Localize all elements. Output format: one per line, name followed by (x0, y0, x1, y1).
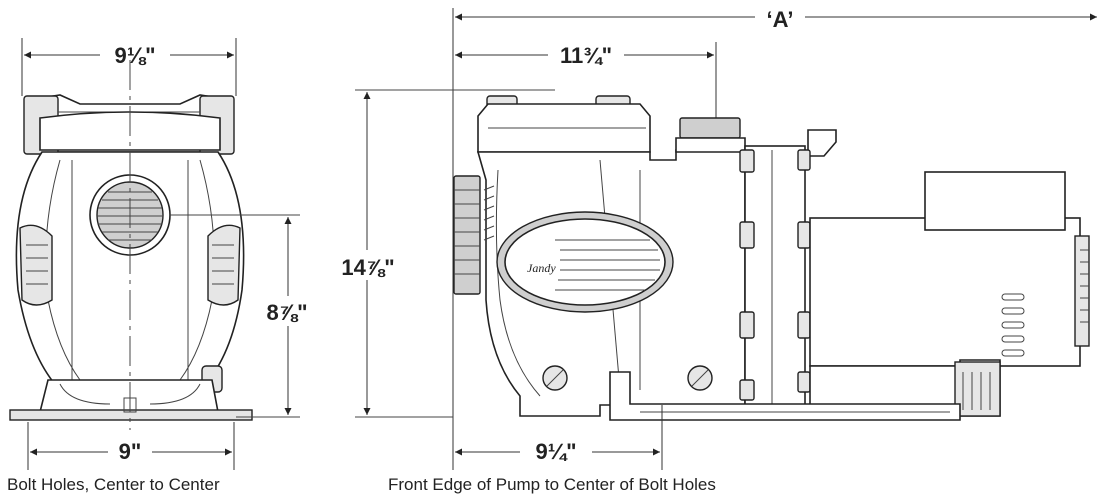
front-height-label: 8⅞" (266, 300, 307, 325)
side-pump-body: Jandy (453, 95, 1090, 421)
side-inlet-distance-label: 11¾" (560, 43, 612, 68)
side-overall-length-label: ‘A’ (767, 7, 794, 32)
side-caption: Front Edge of Pump to Center of Bolt Hol… (388, 475, 716, 494)
side-view: ‘A’ 11¾" 14⅞" (328, 6, 1097, 494)
side-height-label: 14⅞" (341, 255, 394, 280)
side-bolt-distance-label: 9¼" (535, 439, 576, 464)
front-view: 9⅛" (7, 38, 314, 494)
front-pump-body (9, 94, 253, 421)
front-bolt-width-label: 9" (119, 439, 142, 464)
front-caption: Bolt Holes, Center to Center (7, 475, 220, 494)
brand-logo-text: Jandy (527, 261, 556, 275)
front-width-top-label: 9⅛" (114, 43, 155, 68)
